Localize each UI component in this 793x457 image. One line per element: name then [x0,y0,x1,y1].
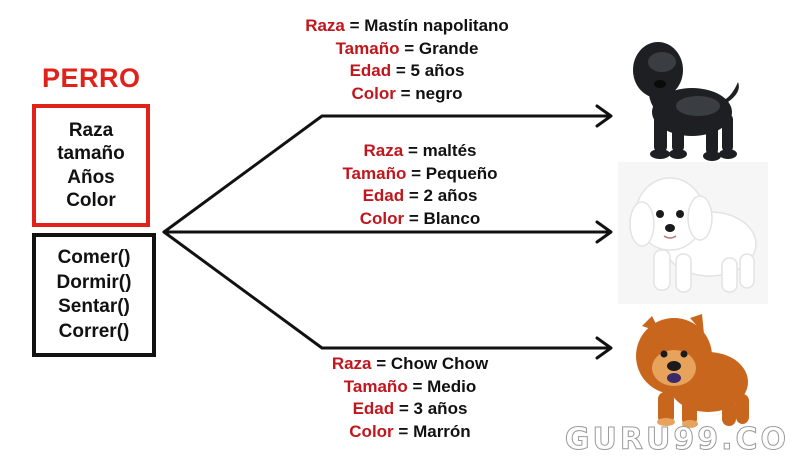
equals-sign: = [408,208,419,228]
equals-sign: = [395,61,406,80]
equals-sign: = [398,399,409,418]
key-raza: Raza [363,141,404,160]
value-color: Blanco [423,208,481,228]
class-title: PERRO [42,63,141,93]
value-tamano: Grande [418,38,479,58]
method-sentar: Sentar() [58,296,130,317]
brown-chow-chow-puppy-image [636,314,749,428]
key-color: Color [349,421,394,441]
key-color: Color [351,83,396,103]
arrow-to-mastiff [162,114,612,234]
equals-sign: = [411,163,422,183]
arrowhead-mastiff [595,104,613,128]
value-tamano: Medio [427,376,477,396]
equals-sign: = [407,141,418,160]
key-raza: Raza [305,16,345,35]
value-edad: 2 años [423,186,478,205]
arrowhead-maltese [595,220,613,244]
equals-sign: = [376,354,387,373]
key-tamano: Tamaño [342,163,407,183]
attribute-raza: Raza [68,119,114,141]
equals-sign: = [412,376,423,396]
equals-sign: = [404,38,415,58]
value-tamano: Pequeño [425,163,498,183]
arrow-to-chowchow [162,230,612,350]
key-tamano: Tamaño [343,376,408,396]
method-comer: Comer() [57,247,131,268]
arrowhead-chowchow [595,336,613,360]
equals-sign: = [398,421,409,441]
methods-box: Comer() Dormir() Sentar() Correr() [32,233,156,357]
method-dormir: Dormir() [56,271,132,293]
key-raza: Raza [331,354,372,373]
value-color: Marrón [413,421,471,441]
instance-info-chowchow: Raza = Chow Chow Tamaño = Medio Edad = 3… [300,353,520,443]
attributes-box: Raza tamaño Años Color [32,104,150,227]
equals-sign: = [349,16,360,35]
instance-info-mastiff: Raza = Mastín napolitano Tamaño = Grande… [262,15,552,105]
instance-info-maltese: Raza = maltés Tamaño = Pequeño Edad = 2 … [320,140,520,230]
white-maltese-puppy-image [618,162,768,304]
key-tamano: Tamaño [335,38,400,58]
key-edad: Edad [362,186,405,205]
method-correr: Correr() [58,320,130,342]
attribute-tamano: tamaño [57,143,125,164]
value-raza: Chow Chow [390,354,489,373]
attribute-anos: Años [67,166,115,188]
value-raza: Mastín napolitano [364,16,509,35]
attribute-color: Color [66,190,116,211]
black-mastiff-puppy-image [633,42,739,161]
value-edad: 5 años [410,61,465,80]
key-edad: Edad [349,61,392,80]
value-color: negro [415,83,463,103]
value-raza: maltés [422,141,477,160]
equals-sign: = [400,83,411,103]
key-edad: Edad [352,399,395,418]
value-edad: 3 años [413,399,468,418]
watermark: GURU99.CO [564,422,789,457]
equals-sign: = [408,186,419,205]
key-color: Color [359,208,405,228]
